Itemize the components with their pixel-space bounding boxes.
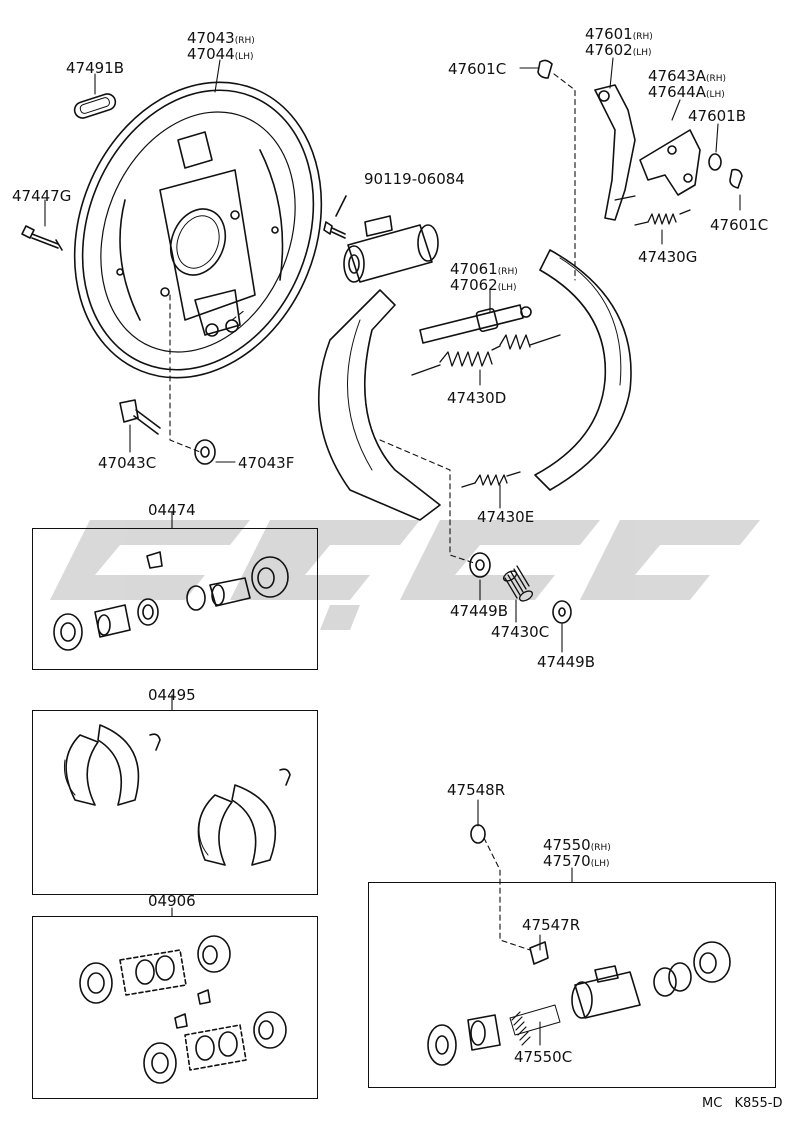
label-47043f: 47043F <box>238 454 295 472</box>
label-47601c-top: 47601C <box>448 60 507 78</box>
label-47601c-right: 47601C <box>710 216 769 234</box>
label-47547r: 47547R <box>522 916 581 934</box>
kit-box-04495 <box>32 710 318 895</box>
washer-47601b <box>708 153 722 171</box>
bleeder-screw-90119 <box>323 195 347 239</box>
strut-plate <box>639 129 701 196</box>
kit-box-04906 <box>32 916 318 1099</box>
parking-brake-lever <box>594 84 636 221</box>
nut-47043f <box>194 439 216 465</box>
label-47601: 47601(RH) <box>585 25 653 43</box>
c-washer-top <box>537 59 553 79</box>
label-04474: 04474 <box>148 501 196 519</box>
label-90119-06084: 90119-06084 <box>364 170 465 188</box>
washer-47449b-b <box>552 600 572 624</box>
bolt-47447g <box>21 225 63 251</box>
adjuster-assembly <box>419 304 532 344</box>
label-47644a: 47644A(LH) <box>648 83 725 101</box>
label-47430e: 47430E <box>477 508 535 526</box>
label-47430c: 47430C <box>491 623 550 641</box>
label-47061: 47061(RH) <box>450 260 518 278</box>
label-47601b: 47601B <box>688 107 747 125</box>
label-47548r: 47548R <box>447 781 506 799</box>
label-47043c: 47043C <box>98 454 157 472</box>
kit-04906-parts <box>79 935 287 1084</box>
label-47602: 47602(LH) <box>585 41 652 59</box>
kit-box-47550 <box>368 882 776 1088</box>
kit-04495-parts <box>64 724 291 866</box>
spring-47430e <box>461 471 521 488</box>
diagram-code-value: K855-D <box>734 1096 783 1111</box>
leader-lines <box>44 57 741 1046</box>
label-47643a: 47643A(RH) <box>648 67 727 85</box>
spring-47430g <box>634 209 691 226</box>
kit-47550-parts <box>427 824 731 1066</box>
bolt-47043c <box>119 399 161 435</box>
spring-47430d <box>411 334 561 376</box>
label-47044: 47044(LH) <box>187 45 254 63</box>
label-04495: 04495 <box>148 686 196 704</box>
wheel-cylinder-assembly <box>343 215 439 283</box>
spring-47430c <box>502 565 534 602</box>
c-washer-right <box>729 168 743 189</box>
washer-47449b-a <box>469 552 491 578</box>
kit-04474-parts <box>53 551 289 651</box>
label-47430g: 47430G <box>638 248 698 266</box>
plug-part <box>73 93 117 119</box>
dashed-guides <box>169 73 576 951</box>
brake-shoes <box>317 249 632 521</box>
label-47430d: 47430D <box>447 389 507 407</box>
label-47449b-b: 47449B <box>537 653 596 671</box>
label-47550c: 47550C <box>514 1048 573 1066</box>
kit-box-04474 <box>32 528 318 670</box>
label-47043: 47043(RH) <box>187 29 255 47</box>
backing-plate <box>73 81 323 379</box>
label-47570: 47570(LH) <box>543 852 610 870</box>
label-04906: 04906 <box>148 892 196 910</box>
diagram-code: MC K855-D <box>702 1096 782 1111</box>
diagram-code-prefix: MC <box>702 1096 723 1111</box>
label-47491b: 47491B <box>66 59 125 77</box>
label-47449b-a: 47449B <box>450 602 509 620</box>
label-47550: 47550(RH) <box>543 836 611 854</box>
label-47447g: 47447G <box>12 187 72 205</box>
label-47062: 47062(LH) <box>450 276 517 294</box>
